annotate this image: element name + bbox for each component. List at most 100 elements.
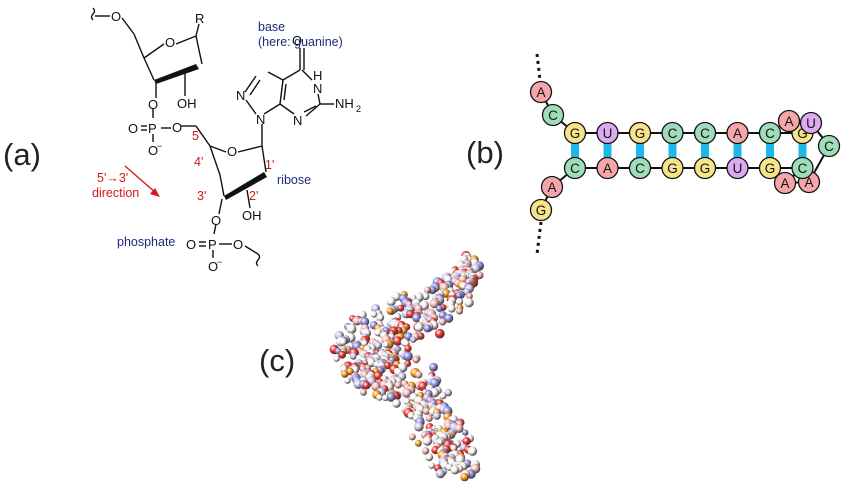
strand-continuation [535,53,542,81]
base-note: (here: guanine) [258,35,343,49]
atom-sphere [341,370,349,378]
atom-sphere [382,341,390,348]
atom-sphere [333,355,340,362]
prime-2: 2' [249,189,258,203]
nucleotide-circle [726,121,749,145]
ribose-label: ribose [277,173,311,187]
atom-sphere [404,344,412,353]
atom-sphere [410,336,417,343]
prime-5: 5' [192,129,201,143]
atom-o: O [208,259,218,274]
atom-sphere [383,361,392,370]
atom-sphere [412,356,420,364]
atom-sphere [370,311,378,318]
atom-sphere [438,318,447,326]
nucleotide-letter: C [700,126,710,141]
atom-sphere [386,392,396,402]
atom-sphere [339,337,347,346]
bond [246,189,251,209]
nucleotide-circle [799,111,823,135]
atom-o: O [172,120,182,135]
atom-sphere [435,468,446,479]
atom-sphere [425,414,433,422]
nucleotide-circle [758,121,782,145]
atom-sphere [464,298,474,308]
atom-sphere [415,371,423,379]
atom-sphere [447,304,456,313]
atom-sphere [439,392,447,400]
nucleotide-u: U [799,111,823,135]
atom-sphere [344,377,351,384]
base-label: base [258,20,285,34]
atom-sphere [428,462,435,469]
prime-4: 4' [194,155,203,169]
bond [143,57,155,81]
atom-o: O [148,97,158,112]
nucleotide-circle [661,121,684,145]
panel-label-a: (a) [3,137,41,172]
nucleotide-circle [540,175,564,199]
bond [267,71,284,81]
atom-sphere [418,381,428,392]
nucleotide-circle [758,156,782,180]
bond [218,198,223,215]
atom-n7: N [236,88,245,103]
atom-sphere [421,447,430,455]
atom-sphere [394,381,402,389]
nucleotide-circle [529,80,553,104]
trna-space-filling-model [329,250,485,482]
bond [279,103,295,115]
atom-o: O [165,35,175,50]
base-pair-bond [636,143,644,158]
nucleotide-c: C [817,134,841,158]
atom-n1: N [313,81,322,96]
atom-sphere [460,472,469,482]
nucleotide-g: G [758,156,782,180]
atom-sphere [433,412,441,420]
atom-sphere [408,433,416,441]
nucleotide-c: C [758,121,782,145]
nucleotide-letter: A [603,161,612,176]
base-pair-bond [733,143,742,158]
nucleotide-letter: A [804,175,813,190]
charge-minus: − [217,257,222,267]
atom-sphere [376,313,385,322]
base-pair-bond [668,143,677,158]
direction-arrow [124,165,160,197]
nucleotide-circle [541,103,565,127]
bond [279,79,284,105]
atom-sphere [466,292,473,300]
strand-continuation [535,221,543,255]
bond [175,35,197,45]
carbon-numbering: 5' 4' 3' 2' 1' [192,129,274,203]
nucleotide-circle [773,171,797,195]
atom-sphere [412,313,422,323]
nucleotide-g: G [529,198,553,222]
nucleotide-c: C [661,121,684,145]
atom-sphere [444,313,454,323]
wavy-bond-top [90,7,96,21]
nucleotide-circle [693,156,717,180]
nucleotide-letter: C [548,108,558,123]
atom-sphere [435,328,445,339]
bond [213,223,217,235]
nucleotide-circle [596,156,619,180]
bond [282,69,301,81]
nucleotide-c: C [563,156,587,180]
base-pair-bond [798,143,807,158]
bond [249,79,261,96]
base-pair-bond [603,143,612,158]
atom-sphere [362,381,371,390]
atom-h: H [313,68,322,83]
atom-o: O [227,144,237,159]
atom-sphere [429,298,440,309]
atom-p: P [148,121,157,136]
atom-sphere [421,292,430,301]
atom-sphere [392,399,401,408]
bond [143,43,165,59]
nucleotide-letter: A [780,176,789,191]
panel-label-b: (b) [466,135,504,170]
nucleotide-a: A [529,80,553,104]
nucleotide-c: C [628,156,652,180]
